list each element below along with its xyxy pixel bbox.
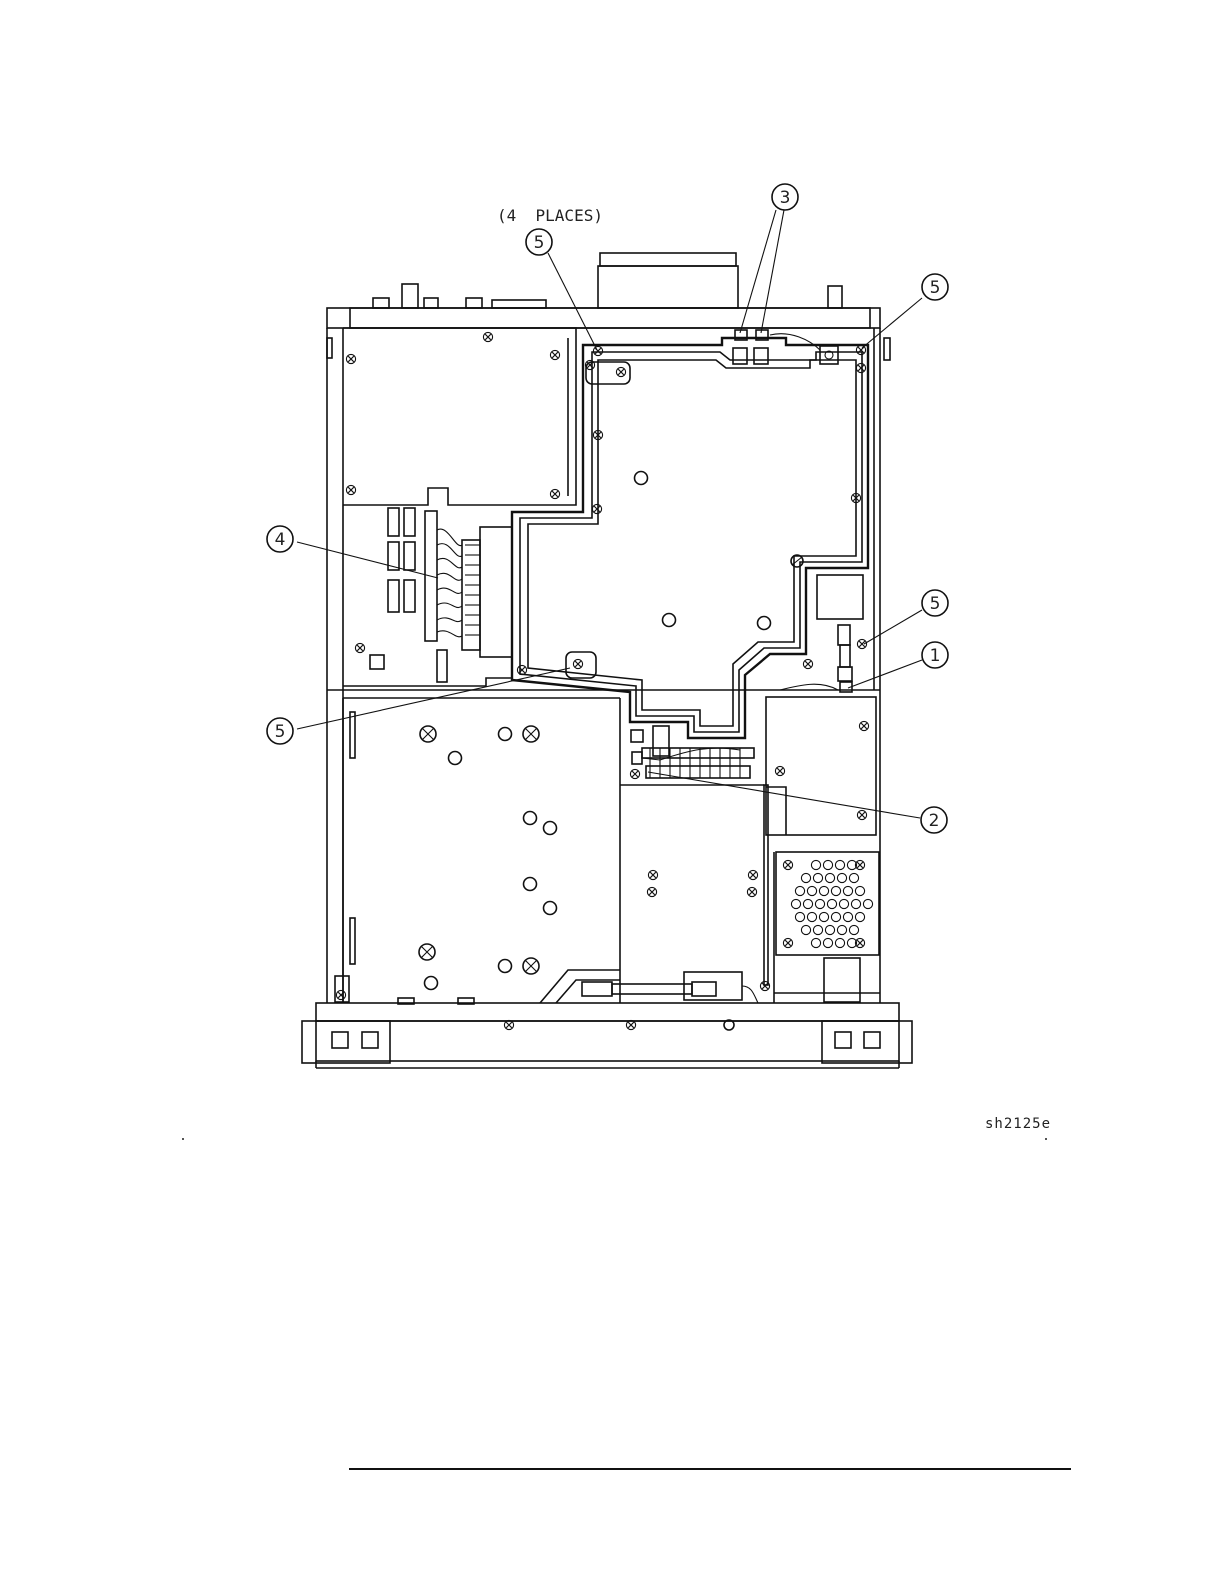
svg-text:5: 5 bbox=[275, 722, 286, 742]
fan-hole bbox=[819, 912, 828, 921]
fan-hole bbox=[831, 886, 840, 895]
svg-text:4: 4 bbox=[275, 530, 286, 550]
fan-hole bbox=[807, 912, 816, 921]
screw-icon bbox=[346, 354, 355, 363]
svg-text:5: 5 bbox=[930, 278, 941, 298]
fan-hole bbox=[843, 912, 852, 921]
screw-icon bbox=[648, 870, 657, 879]
screw-icon bbox=[857, 810, 866, 819]
fan-hole bbox=[811, 860, 820, 869]
callout-3: 3 bbox=[772, 184, 798, 210]
screw-icon bbox=[783, 860, 792, 869]
places-note: (4 PLACES) bbox=[497, 206, 603, 225]
fan-hole bbox=[813, 873, 822, 882]
motherboard-section bbox=[540, 697, 880, 1003]
callout-1: 1 bbox=[922, 642, 948, 668]
fan-hole bbox=[837, 873, 846, 882]
rf-shield-assembly bbox=[512, 330, 868, 764]
fan-grill-holes bbox=[791, 860, 872, 947]
fan-hole bbox=[849, 873, 858, 882]
callout-5-left: 5 bbox=[267, 718, 293, 744]
fan-hole bbox=[795, 912, 804, 921]
fan-hole bbox=[839, 899, 848, 908]
screw-icon bbox=[592, 504, 601, 513]
fan-hole bbox=[851, 899, 860, 908]
screw-icon bbox=[803, 659, 812, 668]
fan-hole bbox=[863, 899, 872, 908]
svg-text:3: 3 bbox=[780, 188, 791, 208]
callout-5-rear-right: 5 bbox=[922, 274, 948, 300]
screw-icon bbox=[748, 870, 757, 879]
callout-2: 2 bbox=[921, 807, 947, 833]
fan-hole bbox=[849, 925, 858, 934]
callout-5-top: 5 bbox=[526, 229, 552, 255]
screw-icon bbox=[593, 346, 602, 355]
callout-5-right: 5 bbox=[922, 590, 948, 616]
fan-hole bbox=[825, 925, 834, 934]
screw-icon bbox=[517, 665, 526, 674]
screw-icon bbox=[760, 981, 769, 990]
screw-icon bbox=[573, 659, 582, 668]
fan-hole bbox=[825, 873, 834, 882]
svg-text:5: 5 bbox=[534, 233, 545, 253]
fan-hole bbox=[815, 899, 824, 908]
fan-hole bbox=[823, 938, 832, 947]
fan-hole bbox=[827, 899, 836, 908]
fan-hole bbox=[837, 925, 846, 934]
svg-text:5: 5 bbox=[930, 594, 941, 614]
screw-icon bbox=[783, 938, 792, 947]
svg-text:2: 2 bbox=[929, 811, 940, 831]
fan-hole bbox=[795, 886, 804, 895]
fan-hole bbox=[801, 873, 810, 882]
fan-hole bbox=[811, 938, 820, 947]
screw-icon bbox=[747, 887, 756, 896]
fan-hole bbox=[835, 860, 844, 869]
screw-set bbox=[336, 332, 868, 1029]
screw-icon bbox=[483, 332, 492, 341]
fan-hole bbox=[807, 886, 816, 895]
screw-icon bbox=[355, 643, 364, 652]
screw-icon bbox=[550, 489, 559, 498]
power-supply-section bbox=[335, 698, 620, 1004]
front-panel bbox=[302, 1003, 912, 1068]
fan-hole bbox=[843, 886, 852, 895]
fan-hole bbox=[819, 886, 828, 895]
screw-icon bbox=[859, 721, 868, 730]
svg-text:1: 1 bbox=[930, 646, 941, 666]
screw-icon bbox=[616, 367, 625, 376]
screw-icon bbox=[647, 887, 656, 896]
screw-icon bbox=[857, 639, 866, 648]
screw-icon bbox=[336, 990, 345, 999]
footer-rule bbox=[349, 1468, 1071, 1470]
screw-icon bbox=[346, 485, 355, 494]
fan-hole bbox=[855, 912, 864, 921]
screw-icon bbox=[550, 350, 559, 359]
fan-hole bbox=[835, 938, 844, 947]
figure-id: sh2125e bbox=[985, 1116, 1051, 1132]
fan-hole bbox=[855, 886, 864, 895]
callout-4: 4 bbox=[267, 526, 293, 552]
fan-hole bbox=[813, 925, 822, 934]
fan-hole bbox=[801, 925, 810, 934]
fan-hole bbox=[791, 899, 800, 908]
screw-icon bbox=[775, 766, 784, 775]
screw-icon bbox=[630, 769, 639, 778]
upper-left-board bbox=[343, 328, 576, 686]
corner-mark-left bbox=[182, 1138, 184, 1140]
fan-hole bbox=[803, 899, 812, 908]
fan-hole bbox=[831, 912, 840, 921]
fan-hole bbox=[823, 860, 832, 869]
corner-mark-right bbox=[1045, 1138, 1047, 1140]
screw-icon bbox=[856, 363, 865, 372]
